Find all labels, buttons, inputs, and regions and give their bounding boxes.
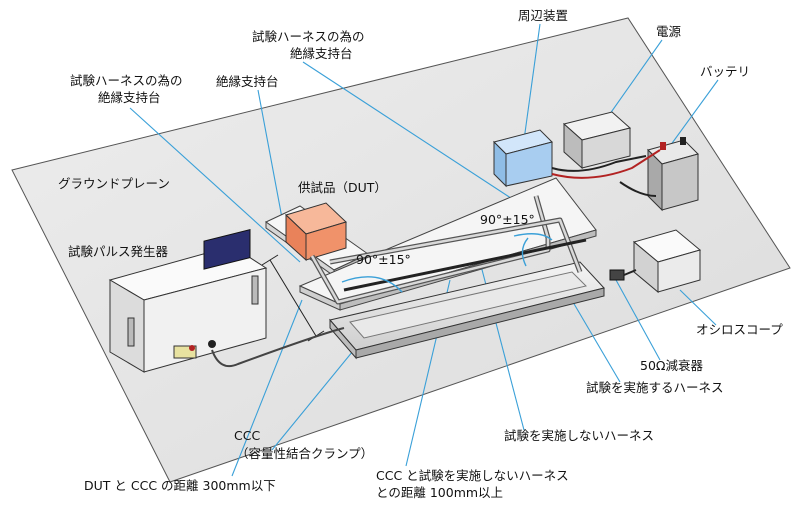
- label-battery: バッテリ: [700, 64, 750, 79]
- dut-box: [285, 202, 347, 262]
- test-pulse-generator: [108, 229, 268, 373]
- label-attenuator: 50Ω減衰器: [640, 358, 703, 373]
- generator-cable: [211, 327, 345, 368]
- label-angle-left: 90°±15°: [356, 252, 411, 267]
- label-dut: 供試品（DUT）: [298, 180, 387, 195]
- label-pulse-generator: 試験パルス発生器: [68, 244, 169, 259]
- label-oscilloscope: オシロスコープ: [696, 322, 783, 337]
- label-peripheral: 周辺装置: [518, 8, 568, 23]
- oscilloscope: [632, 229, 702, 294]
- attenuator-50ohm: [609, 269, 637, 281]
- label-harness-tested: 試験を実施するハーネス: [586, 380, 724, 395]
- battery: [647, 137, 699, 212]
- label-power-supply: 電源: [656, 24, 682, 39]
- label-ccc-distance-line1: CCC と試験を実施しないハーネス: [376, 468, 569, 483]
- angle-markers: [341, 233, 553, 293]
- label-ccc-distance-line2: との距離 100mm以上: [376, 485, 503, 500]
- label-insulator-a-line2: 絶縁支持台: [98, 90, 161, 105]
- label-insulator-b: 絶縁支持台: [216, 74, 279, 89]
- label-ground-plane: グラウンドプレーン: [58, 176, 170, 191]
- label-dut-ccc-distance: DUT と CCC の距離 300mm以下: [84, 478, 276, 493]
- label-insulator-c-line2: 絶縁支持台: [290, 46, 353, 61]
- power-supply: [562, 111, 632, 170]
- peripheral-device: [493, 129, 553, 188]
- label-harness-not-tested: 試験を実施しないハーネス: [504, 428, 654, 443]
- label-ccc-line2: （容量性結合クランプ）: [236, 446, 373, 461]
- ccc-clamp: [329, 261, 605, 360]
- harness-wires: [309, 149, 661, 305]
- label-insulator-a-line1: 試験ハーネスの為の: [70, 73, 183, 88]
- labels: グラウンドプレーン 試験ハーネスの為の 絶縁支持台 絶縁支持台 試験ハーネスの為…: [58, 8, 783, 500]
- label-angle-right: 90°±15°: [480, 212, 535, 227]
- label-insulator-c-line1: 試験ハーネスの為の: [252, 29, 365, 44]
- label-ccc-line1: CCC: [234, 428, 260, 443]
